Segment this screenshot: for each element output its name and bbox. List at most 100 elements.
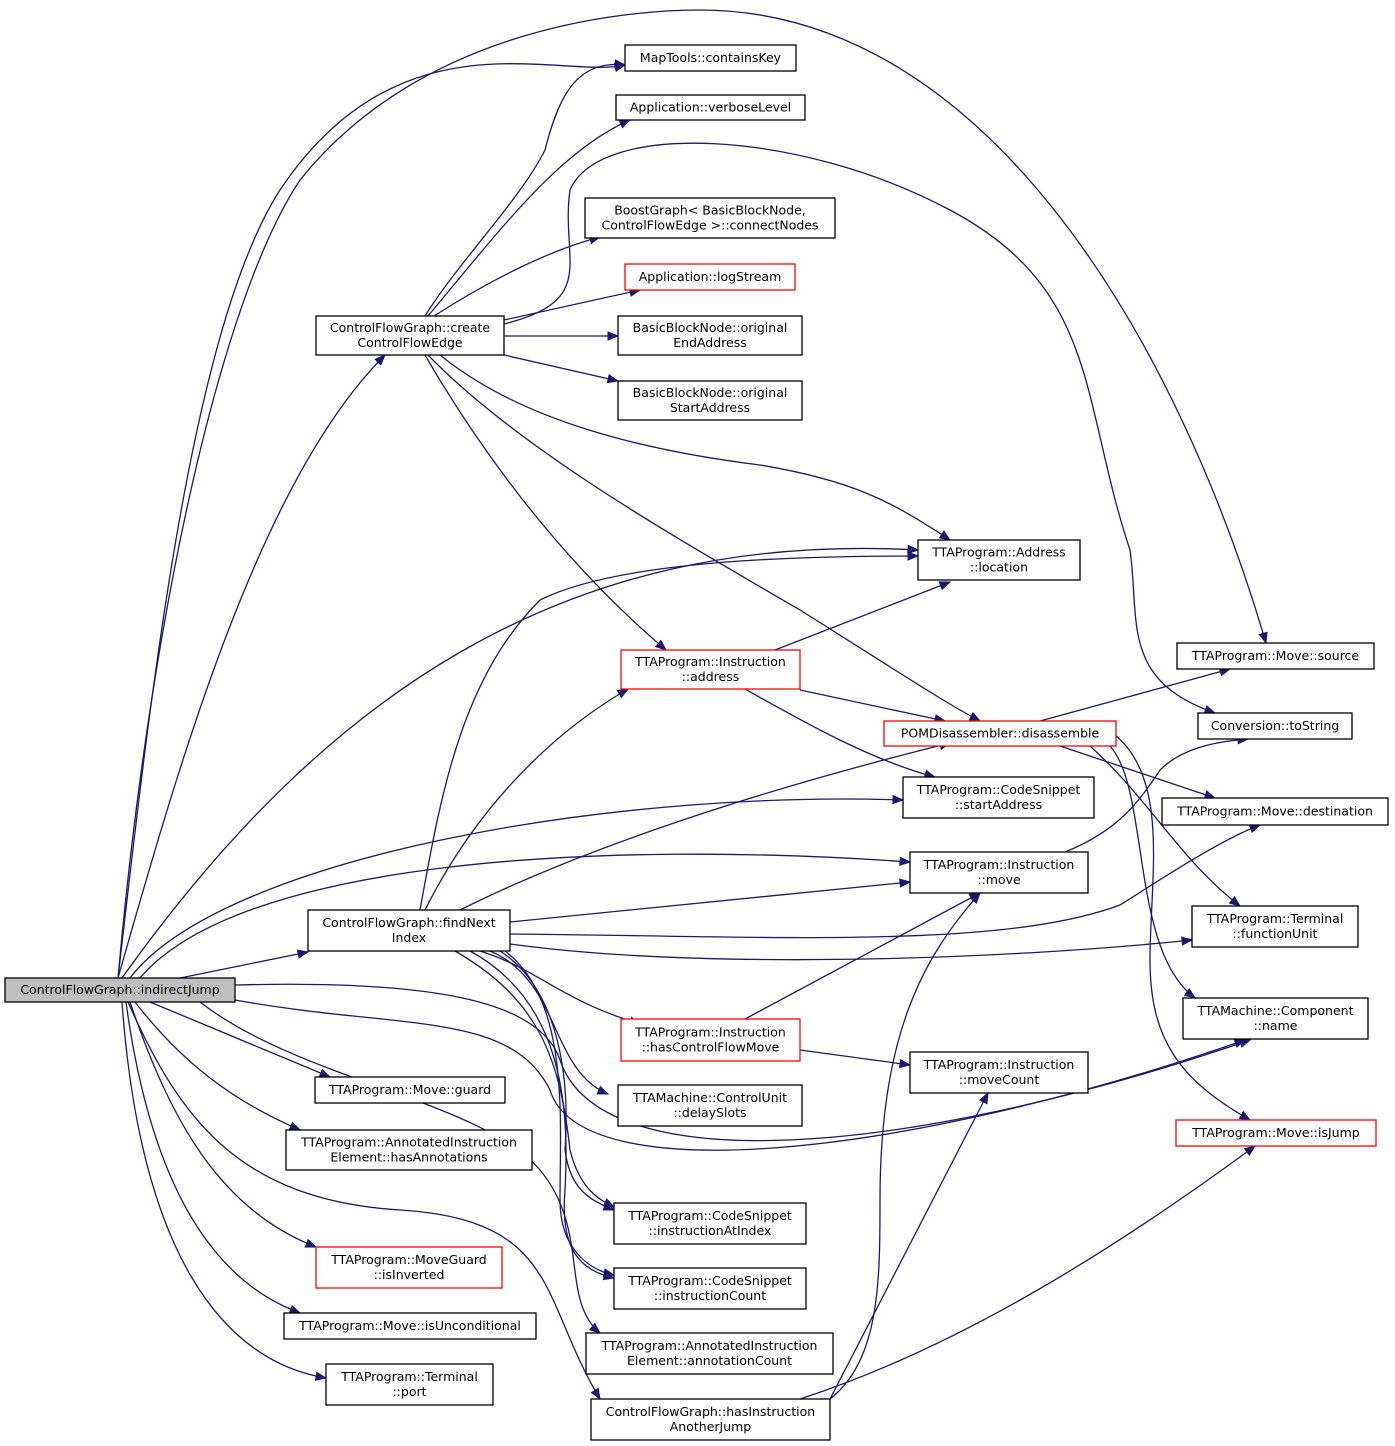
edge-arrowhead-disassemble (968, 711, 982, 722)
edge-arrowhead-annotationCount (588, 1322, 602, 1334)
node-annotationCount[interactable]: TTAProgram::AnnotatedInstructionElement:… (585, 1332, 834, 1375)
edge-arrowhead-moveDestination (1248, 824, 1262, 834)
node-label: ControlFlowGraph::create (330, 320, 490, 335)
node-label: ControlFlowGraph::findNext (322, 915, 495, 930)
edge-root-to-location (121, 547, 919, 979)
node-containsKey[interactable]: MapTools::containsKey (624, 44, 797, 72)
edge-arrowhead-containsKey (614, 59, 627, 69)
call-edges (117, 9, 1268, 1401)
edge-instrAddress-to-location (774, 581, 951, 651)
edge-root-to-isInverted (129, 1001, 317, 1248)
node-instrMove[interactable]: TTAProgram::Instruction::move (909, 851, 1089, 894)
node-verboseLevel[interactable]: Application::verboseLevel (615, 94, 806, 121)
edge-hasCFMove-to-instrMove (744, 892, 981, 1020)
edge-root-to-instrMove (139, 853, 911, 979)
edge-findNextIndex-to-functionUnit (509, 939, 1193, 961)
node-label: TTAProgram::Instruction (923, 1057, 1075, 1072)
node-box (883, 720, 1117, 747)
edge-hasCFMove-to-moveCount (799, 1049, 911, 1066)
node-label: ::location (970, 560, 1028, 575)
node-startAddress[interactable]: TTAProgram::CodeSnippet::startAddress (902, 776, 1095, 819)
node-toString[interactable]: Conversion::toString (1197, 712, 1353, 740)
edge-arrowhead-findNextIndex (296, 949, 310, 959)
node-instrCount[interactable]: TTAProgram::CodeSnippet::instructionCoun… (613, 1267, 807, 1310)
edge-arrowhead-isJump (1238, 1110, 1252, 1121)
node-logStream[interactable]: Application::logStream (624, 263, 796, 291)
node-hasCFMove[interactable]: TTAProgram::Instruction::hasControlFlowM… (620, 1018, 801, 1062)
node-isJump[interactable]: TTAProgram::Move::isJump (1175, 1119, 1377, 1147)
node-instrAtIndex[interactable]: TTAProgram::CodeSnippet::instructionAtIn… (613, 1202, 807, 1245)
edge-arrowhead-terminalPort (314, 1371, 328, 1381)
edge-findNextIndex-to-instrMove (509, 881, 911, 923)
node-box (1191, 905, 1359, 948)
edge-createEdge-to-origStart (503, 354, 619, 382)
node-moveDestination[interactable]: TTAProgram::Move::destination (1161, 797, 1389, 826)
node-hasAnotherJump[interactable]: ControlFlowGraph::hasInstructionAnotherJ… (590, 1398, 831, 1441)
node-label: AnotherJump (670, 1419, 752, 1434)
edge-arrowhead-moveCount (898, 1058, 912, 1069)
node-label: Element::hasAnnotations (330, 1150, 487, 1165)
node-box (617, 380, 803, 421)
node-terminalPort[interactable]: TTAProgram::Terminal::port (325, 1363, 494, 1406)
node-location[interactable]: TTAProgram::Address::location (917, 539, 1081, 581)
edge-arrowhead-startAddress (892, 794, 905, 805)
node-label: TTAProgram::Instruction (923, 857, 1075, 872)
edge-arrowhead-delaySlots (596, 1085, 610, 1095)
node-moveGuard[interactable]: TTAProgram::Move::guard (314, 1076, 506, 1104)
node-root[interactable]: ControlFlowGraph::indirectJump (4, 977, 236, 1003)
node-label: TTAMachine::ControlUnit (632, 1090, 787, 1105)
edge-createEdge-to-toString (503, 142, 1216, 714)
node-label: TTAProgram::AnnotatedInstruction (601, 1338, 818, 1353)
node-instrAddress[interactable]: TTAProgram::Instruction::address (620, 649, 801, 690)
node-isInverted[interactable]: TTAProgram::MoveGuard::isInverted (315, 1246, 503, 1289)
edge-arrowhead-componentName (1233, 1038, 1247, 1048)
edge-instrAddress-to-startAddress (744, 688, 936, 778)
node-box (1176, 642, 1375, 670)
edge-findNextIndex-to-moveDestination (509, 824, 1261, 939)
node-isUnconditional[interactable]: TTAProgram::Move::isUnconditional (283, 1312, 537, 1340)
edge-createEdge-to-verboseLevel (427, 119, 631, 317)
edge-disassemble-to-componentName (1109, 745, 1196, 999)
edge-instrAddress-to-disassemble (799, 689, 946, 722)
node-box (307, 909, 511, 952)
edge-createEdge-to-instrAddress (424, 354, 667, 651)
edge-root-to-hasAnnotations (134, 1001, 301, 1131)
node-label: MapTools::containsKey (640, 50, 782, 65)
node-label: ::move (977, 872, 1021, 887)
node-connectNodes[interactable]: BoostGraph< BasicBlockNode,ControlFlowEd… (584, 197, 836, 239)
node-moveCount[interactable]: TTAProgram::Instruction::moveCount (909, 1051, 1089, 1094)
node-label: ::hasControlFlowMove (642, 1040, 780, 1055)
node-label: ControlFlowEdge >::connectNodes (601, 218, 818, 233)
node-box (314, 1076, 506, 1104)
node-label: TTAProgram::CodeSnippet (916, 782, 1081, 797)
node-delaySlots[interactable]: TTAMachine::ControlUnit::delaySlots (617, 1084, 803, 1127)
node-box (325, 1363, 494, 1406)
node-label: TTAProgram::Move::isUnconditional (298, 1318, 521, 1333)
node-moveSource[interactable]: TTAProgram::Move::source (1176, 642, 1375, 670)
edge-arrowhead-hasAnnotations (288, 1121, 302, 1131)
node-box (1175, 1119, 1377, 1147)
node-box (617, 315, 803, 356)
node-label: ::name (1254, 1018, 1298, 1033)
node-box (590, 1398, 831, 1441)
node-box (315, 1246, 503, 1289)
node-label: POMDisassembler::disassemble (901, 726, 1100, 741)
edge-root-to-isJump (234, 983, 1251, 1142)
node-label: Conversion::toString (1211, 718, 1339, 733)
edge-findNextIndex-to-hasCFMove (479, 950, 641, 1025)
node-label: TTAProgram::CodeSnippet (627, 1208, 792, 1223)
node-label: BoostGraph< BasicBlockNode, (614, 203, 806, 218)
node-label: TTAProgram::Move::source (1191, 648, 1360, 663)
node-functionUnit[interactable]: TTAProgram::Terminal::functionUnit (1191, 905, 1359, 948)
node-box (909, 851, 1089, 894)
node-hasAnnotations[interactable]: TTAProgram::AnnotatedInstructionElement:… (285, 1129, 533, 1171)
edge-findNextIndex-to-instrCount (504, 950, 615, 1276)
edge-createEdge-to-disassemble (427, 354, 981, 722)
edge-root-to-createEdge (117, 354, 386, 979)
node-componentName[interactable]: TTAMachine::Component::name (1182, 997, 1369, 1040)
node-disassemble[interactable]: POMDisassembler::disassemble (883, 720, 1117, 747)
